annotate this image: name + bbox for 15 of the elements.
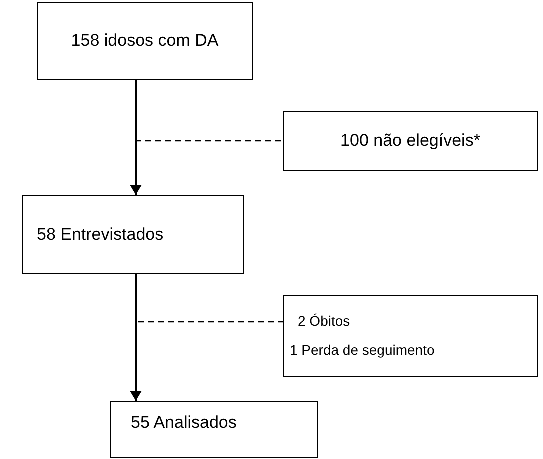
box-text: 2 Óbitos xyxy=(297,312,350,331)
process-box xyxy=(283,295,538,377)
dashed-connector xyxy=(135,80,283,142)
arrow xyxy=(130,80,142,195)
dashed-connector xyxy=(135,274,283,323)
box-text: 55 Analisados xyxy=(131,412,237,434)
process-box xyxy=(22,195,244,274)
box-text: 158 idosos com DA xyxy=(71,30,219,52)
box-text: 58 Entrevistados xyxy=(37,224,164,246)
process-box xyxy=(37,2,253,80)
arrow xyxy=(130,274,142,401)
process-box xyxy=(283,111,538,171)
box-text: 100 não elegíveis* xyxy=(340,130,480,152)
box-text: 1 Perda de seguimento xyxy=(290,341,435,360)
process-box xyxy=(110,401,318,458)
